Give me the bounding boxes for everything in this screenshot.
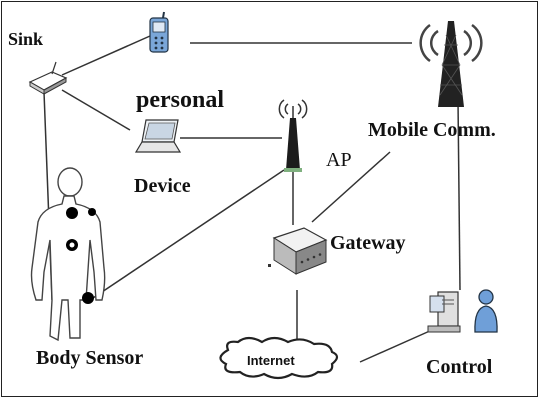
- internet-cloud-icon: [219, 336, 339, 380]
- link-internet-control: [359, 329, 433, 363]
- label-body-sensor: Body Sensor: [36, 347, 144, 369]
- label-internet: Internet: [247, 353, 295, 368]
- sensor-dot-hip: [82, 292, 94, 304]
- label-control: Control: [426, 356, 493, 378]
- gateway-icon: [268, 227, 328, 275]
- sensor-dot-chest: [66, 207, 78, 219]
- cell-tower-icon: [419, 21, 483, 107]
- body-sensor-dots: [66, 207, 96, 304]
- laptop-icon: [134, 119, 182, 153]
- label-mobile-comm: Mobile Comm.: [368, 119, 496, 141]
- link-sink-phone: [61, 35, 151, 76]
- link-mobile-gateway: [311, 151, 391, 223]
- sensor-dot-shoulder: [88, 208, 96, 216]
- access-point-icon: [278, 99, 308, 172]
- label-gateway: Gateway: [330, 232, 406, 254]
- label-device: Device: [134, 175, 191, 197]
- computer-icon: [427, 291, 461, 333]
- router-icon: [28, 61, 68, 95]
- human-body-icon: [30, 167, 106, 342]
- label-sink: Sink: [8, 29, 44, 49]
- label-personal: personal: [136, 87, 225, 113]
- link-tower-control: [457, 99, 461, 291]
- connection-lines: [43, 35, 461, 363]
- link-sink-laptop: [61, 89, 131, 131]
- label-ap: AP: [326, 149, 352, 171]
- user-icon: [474, 289, 498, 333]
- mobile-phone-icon: [149, 11, 169, 53]
- link-ap-body: [89, 169, 285, 301]
